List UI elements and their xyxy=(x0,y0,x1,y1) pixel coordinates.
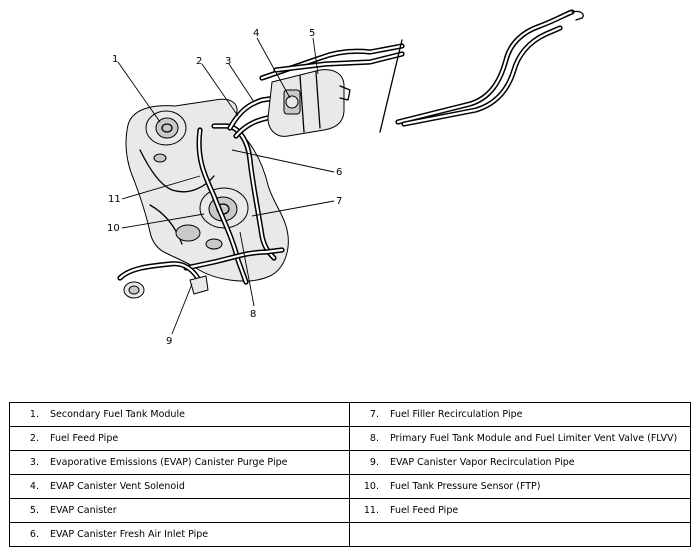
legend-row: 1. Secondary Fuel Tank Module 7. Fuel Fill… xyxy=(9,402,691,427)
fresh-air-inlet-pipe xyxy=(379,9,584,133)
legend-cell: 2. Fuel Feed Pipe xyxy=(9,426,350,451)
legend-number: 5. xyxy=(29,505,39,516)
callout-5: 5 xyxy=(309,28,315,39)
legend-number: 6. xyxy=(29,529,39,540)
legend-cell: 9. EVAP Canister Vapor Recirculation Pipe xyxy=(349,450,691,475)
legend-label: EVAP Canister Vapor Recirculation Pipe xyxy=(390,457,575,468)
tank-pipes xyxy=(183,93,293,285)
legend-label: Fuel Filler Recirculation Pipe xyxy=(390,409,523,420)
legend-row: 5. EVAP Canister 11. Fuel Feed Pipe xyxy=(9,498,691,523)
legend-row: 2. Fuel Feed Pipe 8. Primary Fuel Tank Mod… xyxy=(9,426,691,451)
callout-8: 8 xyxy=(250,309,256,320)
legend-cell: 3. Evaporative Emissions (EVAP) Canister … xyxy=(9,450,350,475)
callout-10: 10 xyxy=(107,223,120,234)
callout-6: 6 xyxy=(336,167,342,178)
legend-cell: 8. Primary Fuel Tank Module and Fuel Limi… xyxy=(349,426,691,451)
legend-number: 11. xyxy=(363,505,379,516)
legend-number: 10. xyxy=(363,481,379,492)
legend-row: 4. EVAP Canister Vent Solenoid 10. Fuel Ta… xyxy=(9,474,691,499)
legend-cell: 10. Fuel Tank Pressure Sensor (FTP) xyxy=(349,474,691,499)
legend-label: Primary Fuel Tank Module and Fuel Limite… xyxy=(390,433,678,444)
callout-4: 4 xyxy=(253,28,259,39)
legend-cell: 5. EVAP Canister xyxy=(9,498,350,523)
evap-canister-assembly xyxy=(267,69,351,137)
legend-label: EVAP Canister Vent Solenoid xyxy=(50,481,185,492)
legend-number: 4. xyxy=(29,481,39,492)
filler-neck xyxy=(117,261,209,299)
legend-number: 8. xyxy=(369,433,379,444)
callout-7: 7 xyxy=(336,196,342,207)
legend-number: 9. xyxy=(369,457,379,468)
legend-label: EVAP Canister Fresh Air Inlet Pipe xyxy=(50,529,209,540)
legend-label: EVAP Canister xyxy=(50,505,117,516)
callout-9: 9 xyxy=(166,336,172,347)
canister-lines xyxy=(259,43,405,81)
legend-cell: 4. EVAP Canister Vent Solenoid xyxy=(9,474,350,499)
callout-11: 11 xyxy=(108,194,121,205)
legend-label: Fuel Feed Pipe xyxy=(390,505,459,516)
legend-label: Secondary Fuel Tank Module xyxy=(50,409,185,420)
legend-cell: 6. EVAP Canister Fresh Air Inlet Pipe xyxy=(9,522,350,547)
callout-2: 2 xyxy=(196,56,202,67)
legend-label: Fuel Tank Pressure Sensor (FTP) xyxy=(390,481,541,492)
callout-leaders xyxy=(117,37,335,335)
legend-cell: 1. Secondary Fuel Tank Module xyxy=(9,402,350,427)
legend-number: 1. xyxy=(29,409,39,420)
legend-cell: 7. Fuel Filler Recirculation Pipe xyxy=(349,402,691,427)
legend-label: Fuel Feed Pipe xyxy=(50,433,119,444)
legend-row: 3. Evaporative Emissions (EVAP) Canister … xyxy=(9,450,691,475)
legend-cell: 11. Fuel Feed Pipe xyxy=(349,498,691,523)
legend-number: 3. xyxy=(29,457,39,468)
secondary-fuel-tank-module xyxy=(145,110,187,146)
fuel-system-diagram: 1 2 3 4 5 6 7 8 9 10 11 xyxy=(107,9,584,347)
legend-number: 7. xyxy=(369,409,379,420)
legend-row: 6. EVAP Canister Fresh Air Inlet Pipe xyxy=(9,522,691,547)
legend-cell-empty xyxy=(349,522,691,547)
parts-legend-table: 1. Secondary Fuel Tank Module 7. Fuel Fill… xyxy=(9,402,691,547)
legend-label: Evaporative Emissions (EVAP) Canister Pu… xyxy=(50,457,288,468)
callout-labels: 1 2 3 4 5 6 7 8 9 10 11 xyxy=(107,28,342,347)
callout-1: 1 xyxy=(112,54,118,65)
legend-number: 2. xyxy=(29,433,39,444)
callout-3: 3 xyxy=(225,56,231,67)
